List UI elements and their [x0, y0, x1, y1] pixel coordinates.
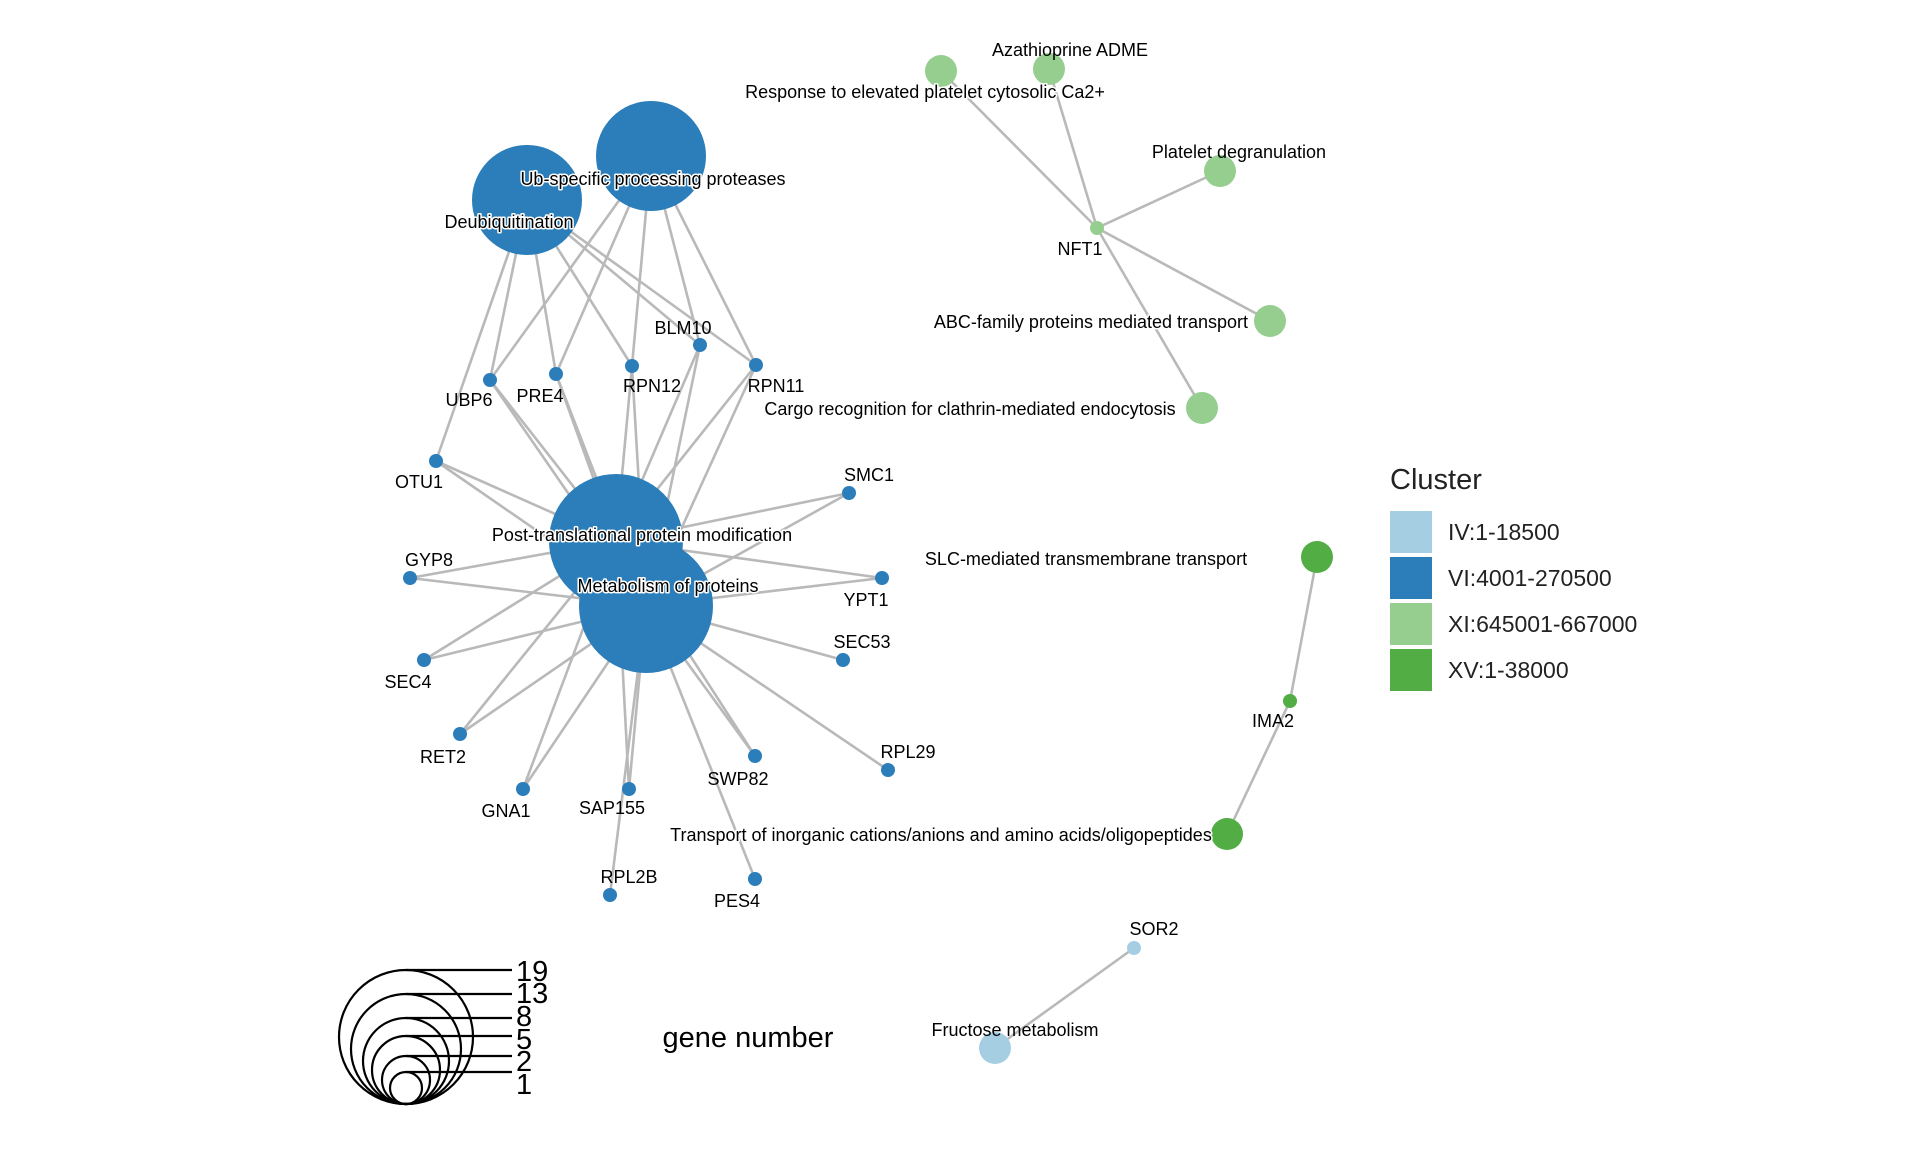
label-azathioprine: Azathioprine ADME	[992, 40, 1148, 60]
edge-nft1-abc_family	[1096, 226, 1271, 323]
node-fructose	[979, 1032, 1011, 1064]
node-blm10	[693, 338, 707, 352]
edge-sor2-fructose	[994, 946, 1135, 1050]
label-ubp6: UBP6	[445, 390, 492, 410]
label-blm10: BLM10	[654, 318, 711, 338]
node-ubp6	[483, 373, 497, 387]
label-ret2: RET2	[420, 747, 466, 767]
size-label-19: 19	[516, 956, 548, 988]
node-otu1	[429, 454, 443, 468]
legend-swatch-XV	[1390, 649, 1432, 691]
label-rpn11: RPN11	[748, 376, 805, 396]
label-ub-specific: Ub-specific processing proteases	[520, 169, 785, 189]
label-rpl29: RPL29	[880, 742, 935, 762]
label-ima2: IMA2	[1252, 711, 1294, 731]
label-ypt1: YPT1	[843, 590, 888, 610]
node-nft1	[1090, 221, 1104, 235]
label-gyp8: GYP8	[405, 550, 453, 570]
node-gyp8	[403, 571, 417, 585]
edge-ima2-transport_inorganic	[1225, 700, 1292, 835]
label-sec4: SEC4	[384, 672, 431, 692]
node-ub-specific	[596, 101, 706, 211]
node-pes4	[748, 872, 762, 886]
label-rpl2b: RPL2B	[600, 867, 657, 887]
label-fructose: Fructose metabolism	[931, 1020, 1098, 1040]
node-sap155	[622, 782, 636, 796]
node-ima2	[1283, 694, 1297, 708]
label-slc-transport: SLC-mediated transmembrane transport	[925, 549, 1247, 569]
labels-layer: Ub-specific processing proteasesDeubiqui…	[384, 40, 1326, 1040]
label-rpn12: RPN12	[623, 376, 681, 396]
size-circle-2	[380, 1054, 432, 1106]
node-sec53	[836, 653, 850, 667]
legend-swatch-IV	[1390, 511, 1432, 553]
size-label-2: 2	[516, 1046, 532, 1078]
label-platelet-ca: Response to elevated platelet cytosolic …	[745, 82, 1105, 102]
edge-ima2-slc_transport	[1288, 556, 1319, 702]
node-transport-inorganic	[1211, 818, 1243, 850]
legend-label-XV: XV:1-38000	[1448, 657, 1569, 683]
size-circle-1	[388, 1070, 424, 1106]
edge-nft1-platelet_degran	[1096, 169, 1221, 230]
label-otu1: OTU1	[395, 472, 443, 492]
node-platelet-degran	[1204, 155, 1236, 187]
label-sec53: SEC53	[833, 632, 890, 652]
label-nft1: NFT1	[1058, 239, 1103, 259]
cluster-legend: Cluster IV:1-18500VI:4001-270500XI:64500…	[1390, 464, 1637, 691]
node-sor2	[1127, 941, 1141, 955]
size-circle-13	[349, 992, 463, 1106]
node-gna1	[516, 782, 530, 796]
label-smc1: SMC1	[844, 465, 894, 485]
size-label-5: 5	[516, 1024, 532, 1056]
node-deubiquitination	[472, 145, 582, 255]
node-metabolism-proteins	[579, 539, 713, 673]
label-metabolism-proteins: Metabolism of proteins	[577, 576, 758, 596]
node-rpl2b	[603, 888, 617, 902]
label-pre4: PRE4	[516, 386, 563, 406]
size-legend-title: gene number	[663, 1022, 834, 1054]
node-sec4	[417, 653, 431, 667]
label-transport-inorganic: Transport of inorganic cations/anions an…	[670, 825, 1212, 845]
node-ret2	[453, 727, 467, 741]
size-circle-5	[370, 1034, 442, 1106]
legend-label-VI: VI:4001-270500	[1448, 565, 1612, 591]
edge-nft1-platelet_ca	[940, 70, 1098, 229]
legend-label-XI: XI:645001-667000	[1448, 611, 1637, 637]
label-ptm: Post-translational protein modification	[492, 525, 792, 545]
size-label-1: 1	[516, 1069, 532, 1101]
node-rpl29	[881, 763, 895, 777]
node-pre4	[549, 367, 563, 381]
label-platelet-degran: Platelet degranulation	[1152, 142, 1326, 162]
node-rpn11	[749, 358, 763, 372]
node-ypt1	[875, 571, 889, 585]
legend-swatch-XI	[1390, 603, 1432, 645]
label-sap155: SAP155	[579, 798, 645, 818]
size-label-13: 13	[516, 978, 548, 1010]
size-label-8: 8	[516, 1001, 532, 1033]
label-cargo-recognition: Cargo recognition for clathrin-mediated …	[764, 399, 1175, 419]
node-smc1	[842, 486, 856, 500]
edge-nft1-cargo_recognition	[1095, 227, 1204, 409]
label-swp82: SWP82	[707, 769, 768, 789]
legend-label-IV: IV:1-18500	[1448, 519, 1560, 545]
node-cargo-recognition	[1186, 392, 1218, 424]
label-pes4: PES4	[714, 891, 760, 911]
label-deubiquitination: Deubiquitination	[444, 212, 573, 232]
node-azathioprine	[1033, 53, 1065, 85]
edge-nft1-azathioprine	[1047, 68, 1099, 229]
node-swp82	[748, 749, 762, 763]
label-sor2: SOR2	[1129, 919, 1178, 939]
size-circle-8	[361, 1016, 451, 1106]
legend-swatch-VI	[1390, 557, 1432, 599]
node-slc-transport	[1301, 541, 1333, 573]
node-abc-family	[1254, 305, 1286, 337]
node-rpn12	[625, 359, 639, 373]
label-gna1: GNA1	[481, 801, 530, 821]
legend-title: Cluster	[1390, 464, 1482, 496]
label-abc-family: ABC-family proteins mediated transport	[934, 312, 1248, 332]
nodes-layer	[403, 53, 1333, 1064]
node-platelet-ca	[925, 55, 957, 87]
